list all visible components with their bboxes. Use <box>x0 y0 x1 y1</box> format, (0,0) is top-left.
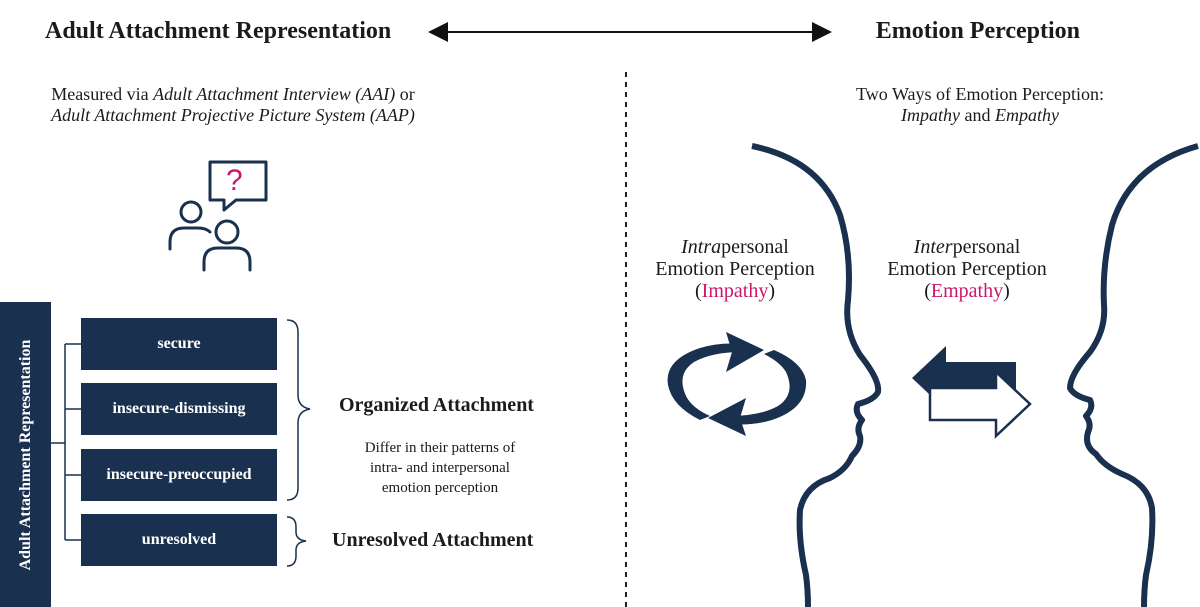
interpersonal-label: Interpersonal Emotion Perception (Empath… <box>862 236 1072 302</box>
empathy-label: Empathy <box>930 280 1004 302</box>
measurement-description: Measured via Adult Attachment Interview … <box>0 84 466 126</box>
intra-open-paren: ( <box>695 280 702 302</box>
impathy-word: Impathy <box>901 105 960 125</box>
left-face-profile <box>751 143 882 607</box>
interview-icon <box>168 160 268 272</box>
two-ways-description: Two Ways of Emotion Perception: Impathy … <box>760 84 1200 126</box>
and-word: and <box>960 105 995 125</box>
inter-open-paren: ( <box>924 280 931 302</box>
exchange-arrows-icon <box>912 346 1032 439</box>
category-connectors <box>51 343 81 541</box>
impathy-label: Impathy <box>701 280 769 302</box>
category-insecure-preoccupied: insecure-preoccupied <box>81 449 277 501</box>
right-face-profile <box>1067 143 1199 607</box>
instrument-aap: Adult Attachment Projective Picture Syst… <box>51 105 415 125</box>
right-header-title: Emotion Perception <box>875 18 1080 44</box>
differ-line-2: intra- and interpersonal <box>370 460 510 476</box>
category-unresolved: unresolved <box>81 514 277 566</box>
category-insecure-dismissing: insecure-dismissing <box>81 383 277 435</box>
measured-prefix: Measured via <box>51 84 154 104</box>
double-headed-arrow <box>428 22 832 42</box>
measured-or: or <box>395 84 415 104</box>
inter-emotion-perception: Emotion Perception <box>887 258 1047 280</box>
organized-attachment-label: Organized Attachment <box>339 394 534 416</box>
differ-line-1: Differ in their patterns of <box>364 440 516 456</box>
category-secure: secure <box>81 318 277 370</box>
unresolved-attachment-label: Unresolved Attachment <box>332 529 534 551</box>
speech-bubble-icon <box>208 160 268 212</box>
intra-close-paren: ) <box>768 280 775 302</box>
left-header-title: Adult Attachment Representation <box>45 18 392 44</box>
inter-close-paren: ) <box>1003 280 1010 302</box>
empathy-word: Empathy <box>995 105 1059 125</box>
organized-brace <box>286 319 311 501</box>
intrapersonal-label: Intrapersonal Emotion Perception (Impath… <box>630 236 840 302</box>
intra-emotion-perception: Emotion Perception <box>655 258 815 280</box>
circular-arrows-icon <box>667 332 807 436</box>
differ-description: Differ in their patterns of intra- and i… <box>330 438 550 498</box>
instrument-aai: Adult Attachment Interview (AAI) <box>153 84 396 104</box>
question-mark-icon: ? <box>226 164 243 197</box>
inter-suffix: personal <box>952 236 1021 258</box>
unresolved-brace <box>286 516 307 567</box>
two-ways-line: Two Ways of Emotion Perception: <box>856 84 1104 104</box>
vertical-label-bar: Adult Attachment Representation <box>0 302 51 607</box>
inter-prefix: Inter <box>913 236 953 258</box>
vertical-label: Adult Attachment Representation <box>16 339 34 570</box>
intra-suffix: personal <box>721 236 789 258</box>
differ-line-3: emotion perception <box>381 480 499 496</box>
intra-prefix: Intra <box>681 236 722 258</box>
